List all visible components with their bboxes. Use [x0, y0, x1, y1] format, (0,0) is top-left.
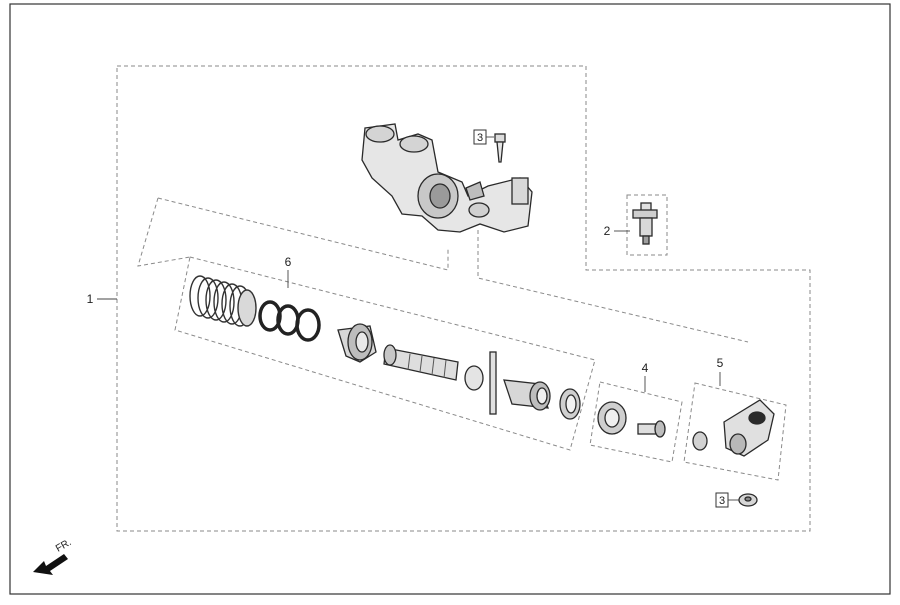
assembly-outline-1 — [116, 65, 811, 532]
group-6-outline — [174, 256, 596, 451]
callout-3-bottom: 3 — [719, 495, 725, 507]
group-4-parts — [597, 401, 666, 438]
callout-4: 4 — [642, 361, 649, 375]
housing-link-outline-2 — [477, 230, 749, 343]
diagram-frame — [9, 3, 891, 595]
shaft-washer — [464, 365, 484, 391]
pin — [489, 351, 497, 415]
piston — [503, 379, 551, 411]
screw-part-3-top — [494, 133, 506, 163]
spring — [189, 275, 257, 327]
cup-seal — [337, 323, 377, 363]
group-4-outline — [589, 381, 683, 463]
callout-2: 2 — [604, 224, 611, 238]
housing-link-outline — [137, 197, 449, 271]
sensor-part-2 — [632, 202, 658, 245]
callout-6: 6 — [285, 255, 292, 269]
carrier-housing — [361, 123, 533, 233]
group-5-outline — [683, 382, 787, 481]
callout-5: 5 — [717, 356, 724, 370]
callout-1: 1 — [87, 292, 94, 306]
o-rings — [258, 300, 321, 342]
front-arrow-icon — [33, 554, 68, 575]
splined-shaft — [383, 344, 459, 381]
callout-3-top: 3 — [477, 132, 483, 144]
group-5-parts — [692, 399, 775, 457]
washer-part-3 — [738, 493, 758, 507]
seal-ring-inner — [565, 394, 577, 414]
group-2-outline — [626, 194, 668, 256]
